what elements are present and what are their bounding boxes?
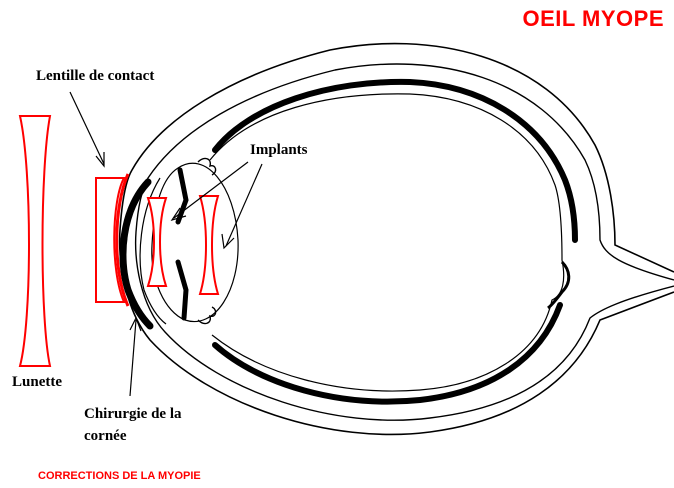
sclera-inner-contour [136,64,674,420]
surgery-label-line2: cornée [84,426,126,447]
implant-left [148,198,166,286]
surgery-arrow [130,320,136,396]
glasses-label: Lunette [12,372,62,393]
crystalline-lens [152,163,238,321]
diagram-caption: CORRECTIONS DE LA MYOPIE [38,470,201,482]
contact-lens-label: Lentille de contact [36,66,154,87]
contact-lens-arrow [70,92,104,164]
sclera-outer-contour [120,44,674,435]
optic-disc-notch [548,262,569,308]
surgery-label-line1: Chirurgie de la [84,404,182,425]
iris-lower [178,262,186,318]
glasses-lens [20,116,50,366]
implants-label: Implants [250,140,308,161]
retina-layer-lower [215,305,560,402]
contact-lens-arrowhead [96,152,104,166]
diagram-title: OEIL MYOPE [522,6,664,32]
retina-inner-line [210,94,564,391]
implant-right [200,196,218,294]
